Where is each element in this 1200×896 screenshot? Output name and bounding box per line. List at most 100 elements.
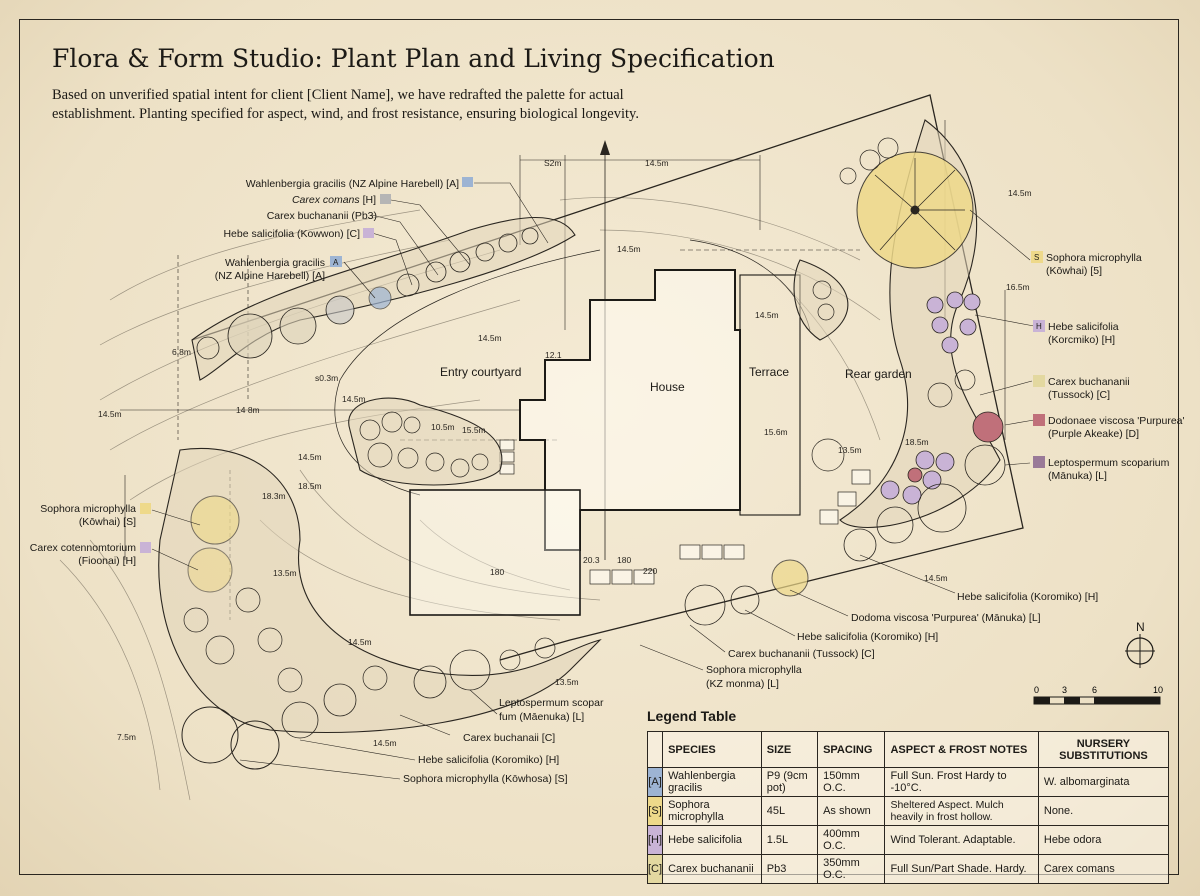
- swatch-dodonaea-right: [1033, 414, 1045, 426]
- legend-table: SPECIES SIZE SPACING ASPECT & FROST NOTE…: [646, 731, 1170, 884]
- legend-size: P9 (9cm pot): [760, 767, 819, 797]
- dimension-label: 15.6m: [764, 427, 788, 437]
- legend-size: Pb3: [760, 854, 819, 884]
- legend-row: [A] Wahlenbergia gracilis P9 (9cm pot) 1…: [646, 767, 1170, 797]
- dimension-label: 12.1: [545, 350, 562, 360]
- rear-bed-plants: [811, 137, 976, 472]
- swatch-carex-right: [1033, 375, 1045, 387]
- callout-dodoma-bottom: Dodoma viscosa 'Purpurea' (Mānuka) [L]: [851, 612, 1041, 624]
- legend-header-size: SIZE: [760, 731, 819, 768]
- harebell-plants: [196, 227, 539, 360]
- legend-species: Wahlenbergia gracilis: [662, 767, 762, 797]
- dimension-label: 13.5m: [555, 677, 579, 687]
- legend-header-code: [646, 731, 664, 768]
- dimension-label: 16.5m: [1006, 282, 1030, 292]
- dimension-label: 220: [643, 566, 657, 576]
- step-pavers: [499, 439, 871, 585]
- garage-outline: [409, 489, 581, 616]
- callout-top-hebe: Hebe salicifolia (Kowwon) [C]: [223, 228, 360, 240]
- swatch-leptospermum-right: [1033, 456, 1045, 468]
- sophora-branching: [874, 158, 965, 251]
- legend-substitution: Hebe odora: [1037, 825, 1170, 855]
- callout-carex-bottom: Carex buchananii (Tussock) [C]: [728, 648, 875, 660]
- dimension-label: 18.5m: [298, 481, 322, 491]
- legend-title: Legend Table: [647, 708, 737, 724]
- callout-leptospermum-right-line1: Leptospermum scoparium: [1048, 457, 1170, 469]
- legend-header-notes: ASPECT & FROST NOTES: [884, 731, 1039, 768]
- property-boundary: [191, 94, 1024, 661]
- dimension-label: 14.5m: [373, 738, 397, 748]
- legend-spacing: 350mm O.C.: [817, 854, 886, 884]
- sophora-tree: [181, 706, 239, 764]
- page-title: Flora & Form Studio: Plant Plan and Livi…: [52, 44, 775, 73]
- swatch-hebe: [363, 228, 374, 238]
- callout-hebe-bottom-3: Hebe salicifolia (Koromiko) [H]: [418, 754, 559, 766]
- zone-entry-courtyard: Entry courtyard: [440, 365, 521, 379]
- callout-top-carex-comans: Carex comans [H]: [292, 194, 376, 206]
- swatch-code-s: S: [1034, 253, 1039, 262]
- callout-top-wahlenbergia: Wahlenbergia gracilis (NZ Alpine Harebel…: [246, 178, 459, 190]
- callout-leptospermum-bottom-line2: fum (Māenuka) [L]: [499, 711, 584, 723]
- dimension-label: 14 8m: [236, 405, 260, 415]
- dimension-label: 18.5m: [905, 437, 929, 447]
- callout-sophora-left-line2: (Kōwhai) [S]: [79, 516, 136, 528]
- dimension-label: 20.3: [583, 555, 600, 565]
- legend-header-substitutions: NURSERY SUBSTITUTIONS: [1037, 731, 1170, 768]
- callout-leptospermum-bottom-line1: Leptospermum scopar: [499, 697, 604, 709]
- north-arrow: N: [1125, 620, 1155, 668]
- dodonaea-shrubs: [907, 411, 1004, 483]
- manuka-shrubs: [281, 444, 1006, 739]
- dimension-label: 15.5m: [462, 425, 486, 435]
- swatch-hebe-right: [1033, 320, 1045, 332]
- terrace-outline: [739, 274, 801, 516]
- legend-header-species: SPECIES: [662, 731, 762, 768]
- legend-spacing: As shown: [817, 796, 886, 826]
- scale-tick-0: 0: [1034, 685, 1039, 695]
- legend-substitution: W. albomarginata: [1037, 767, 1170, 797]
- intro-text: Based on unverified spatial intent for c…: [52, 87, 639, 122]
- dimension-label: 13.5m: [273, 568, 297, 578]
- dimension-label: 14.5m: [98, 409, 122, 419]
- legend-spacing: 400mm O.C.: [817, 825, 886, 855]
- scale-bar: 0 3 6 10: [1033, 685, 1163, 705]
- dimension-label: 14.5m: [645, 158, 669, 168]
- swatch-code-a: A: [333, 258, 339, 267]
- dimension-label: 14.5m: [617, 244, 641, 254]
- legend-notes: Full Sun. Frost Hardy to -10°C.: [884, 767, 1039, 797]
- swatch-sophora-right: [1031, 251, 1043, 263]
- dimension-label: 180: [490, 567, 504, 577]
- callout-carex-right-line2: (Tussock) [C]: [1048, 389, 1110, 401]
- carex-comans-name: Carex comans: [292, 194, 360, 206]
- dimension-label: 14.5m: [478, 333, 502, 343]
- scale-segment: [1094, 697, 1160, 704]
- sophora-tree: [771, 559, 809, 597]
- zone-terrace: Terrace: [749, 365, 789, 379]
- dimension-label: 14.5m: [755, 310, 779, 320]
- sophora-tree: [190, 495, 240, 545]
- north-label: N: [1136, 620, 1145, 634]
- callout-carex-bottom-2: Carex buchanaii [C]: [463, 732, 555, 744]
- legend-row: [S] Sophora microphylla 45L As shown She…: [646, 796, 1170, 826]
- dimension-label: 14.5m: [1008, 188, 1032, 198]
- legend-header-spacing: SPACING: [817, 731, 886, 768]
- callout-hebe-bottom-1: Hebe salicifolia (Koromiko) [H]: [957, 591, 1098, 603]
- sophora-tree: [230, 720, 280, 770]
- dimension-label: 14.5m: [298, 452, 322, 462]
- scale-tick-10: 10: [1153, 685, 1163, 695]
- dimension-label: 13.5m: [838, 445, 862, 455]
- callout-leptospermum-right-line2: (Mānuka) [L]: [1048, 470, 1107, 482]
- legend-size: 1.5L: [760, 825, 819, 855]
- dimension-labels: S2m 14.5m 14.5m 14.5m 14.5m 14.5m 14.5m …: [98, 158, 1032, 748]
- legend-code: [A]: [646, 767, 664, 797]
- scale-segment: [1064, 697, 1080, 704]
- legend-code: [S]: [646, 796, 664, 826]
- callout-wahlenbergia-2-line2: (NZ Alpine Harebell) [A]: [215, 270, 325, 282]
- dimension-label: 7.5m: [117, 732, 136, 742]
- callout-sophora-right-line2: (Kōwhai) [5]: [1046, 265, 1102, 277]
- swatch-harebell: [462, 177, 473, 187]
- entry-bed-plants: [359, 411, 489, 478]
- legend-size: 45L: [760, 796, 819, 826]
- callout-hebe-right-line2: (Korcmiko) [H]: [1048, 334, 1115, 346]
- callout-carex-right-line1: Carex buchananii: [1048, 376, 1130, 388]
